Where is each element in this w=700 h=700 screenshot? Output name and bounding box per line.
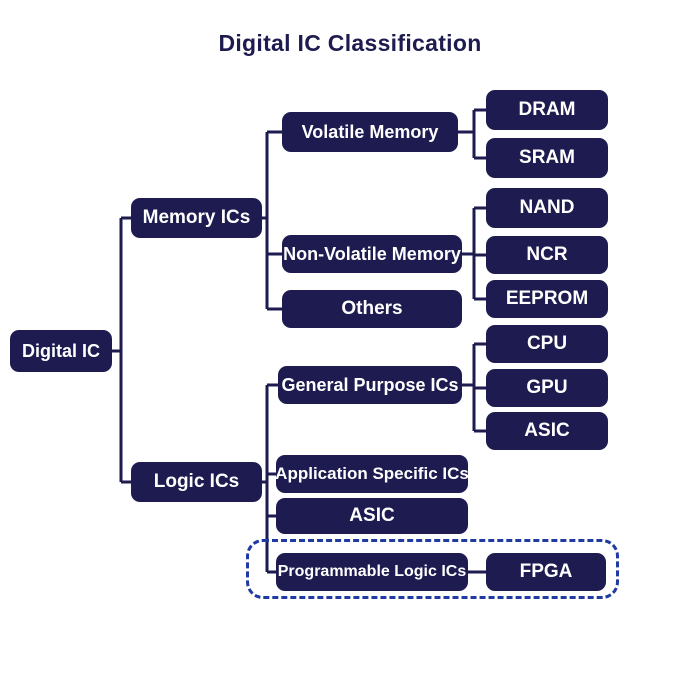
node-sram: SRAM	[486, 138, 608, 178]
node-others: Others	[282, 290, 462, 328]
node-asic-general: ASIC	[486, 412, 608, 450]
connector-volatile	[458, 108, 486, 160]
node-gpu: GPU	[486, 369, 608, 407]
node-application-specific-ics: Application Specific ICs	[275, 455, 469, 493]
connector-logic	[262, 383, 278, 574]
node-logic-ics: Logic ICs	[131, 462, 262, 502]
node-memory-ics: Memory ICs	[131, 198, 262, 238]
node-dram: DRAM	[486, 90, 608, 130]
node-eeprom: EEPROM	[486, 280, 608, 318]
node-asic-logic: ASIC	[276, 498, 468, 534]
node-ncr: NCR	[486, 236, 608, 274]
node-nand: NAND	[486, 188, 608, 228]
connector-general-purpose	[462, 342, 486, 433]
connector-root	[112, 216, 131, 484]
node-cpu: CPU	[486, 325, 608, 363]
connector-memory	[262, 130, 282, 311]
node-programmable-logic-ics: Programmable Logic ICs	[276, 553, 468, 591]
programmable-group-outline	[246, 539, 619, 599]
node-volatile-memory: Volatile Memory	[282, 112, 458, 152]
node-digital-ic: Digital IC	[10, 330, 112, 372]
node-fpga: FPGA	[486, 553, 606, 591]
node-non-volatile-memory: Non-Volatile Memory	[282, 235, 462, 273]
diagram-title: Digital IC Classification	[218, 30, 482, 56]
node-general-purpose-ics: General Purpose ICs	[278, 366, 462, 404]
connector-nonvolatile	[462, 206, 486, 301]
